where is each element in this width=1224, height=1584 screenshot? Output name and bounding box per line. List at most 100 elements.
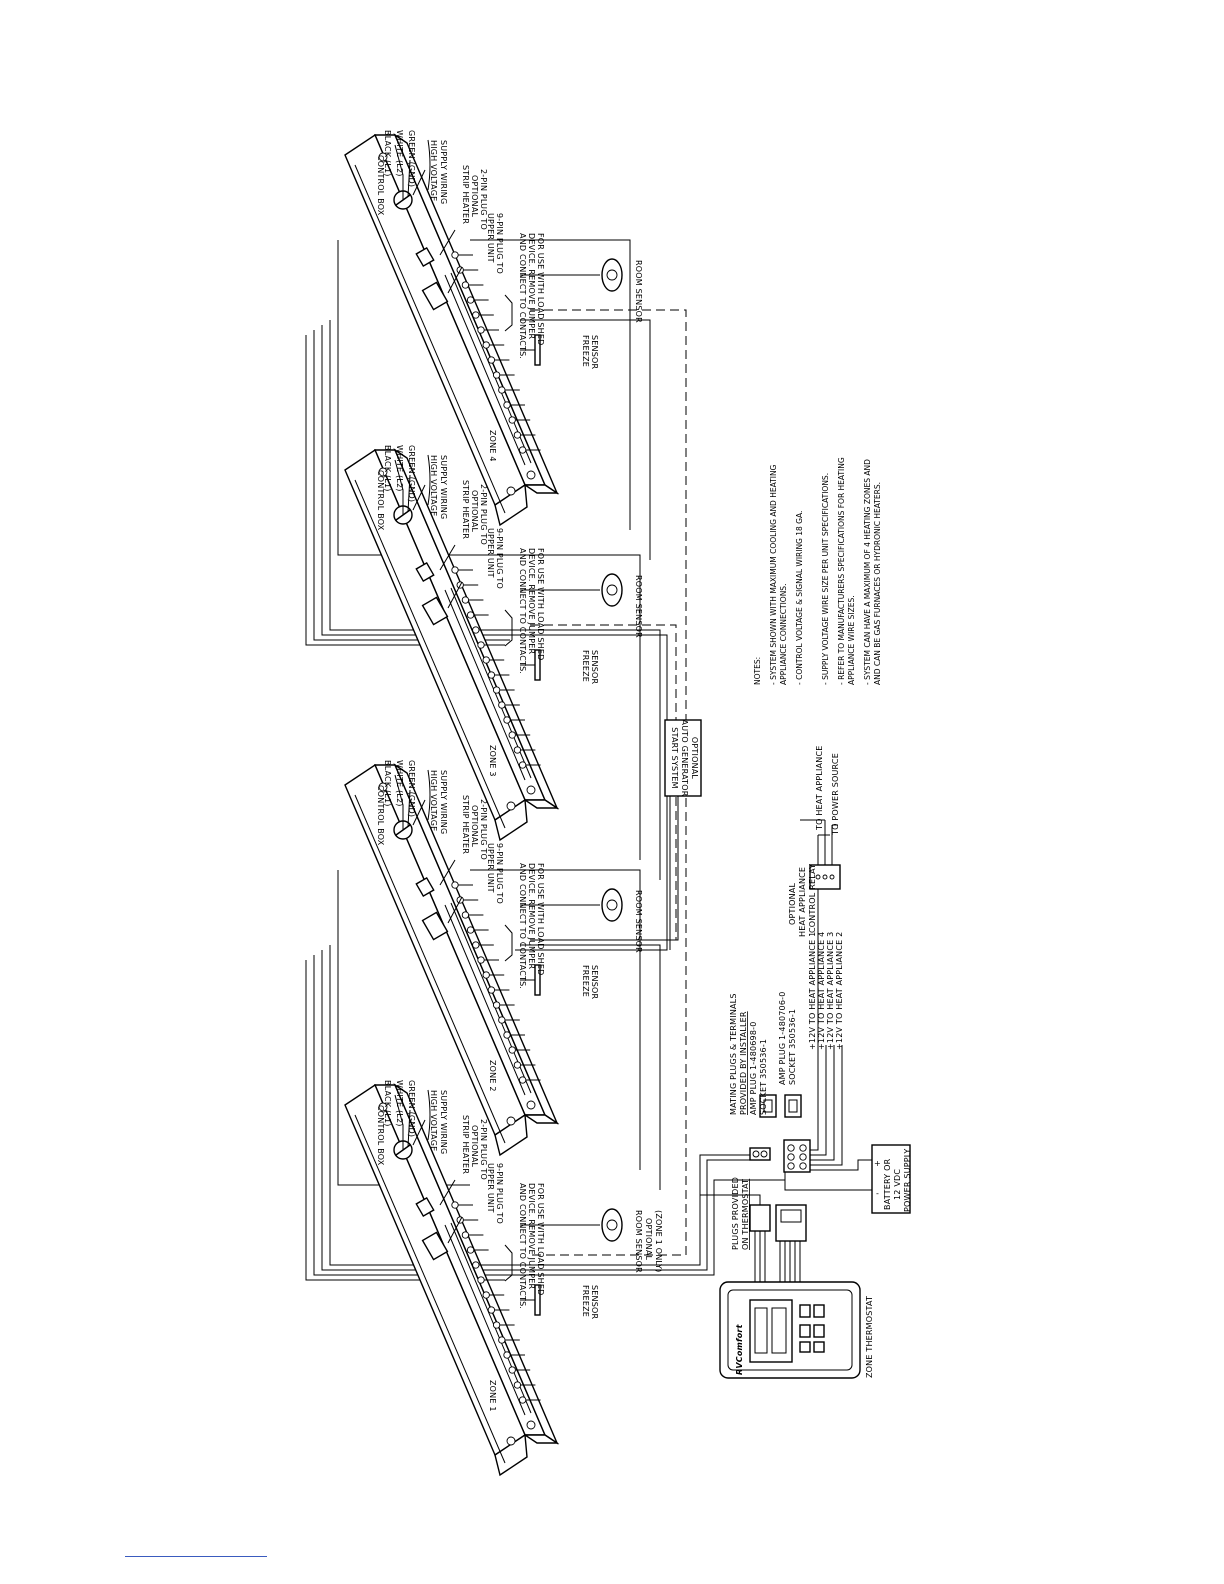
- strip-heater-2: OPTIONAL: [470, 1125, 479, 1168]
- mating-label: MATING PLUGS & TERMINALS PROVIDED BY INS…: [729, 993, 768, 1115]
- strip-heater-3: STRIP HEATER: [461, 795, 470, 854]
- room-sensor-label: ROOM SENSOR: [634, 575, 643, 638]
- mating-line-2: PROVIDED BY INSTALLER: [739, 1011, 748, 1115]
- battery-line-2: 12 VDC: [893, 1169, 902, 1200]
- heat-line-labels: +12V TO HEAT APPLIANCE 1 +12V TO HEAT AP…: [808, 932, 844, 1050]
- hv-label-2: SUPPLY WIRING: [439, 770, 448, 834]
- plugs-provided-1: PLUGS PROVIDED: [731, 1177, 740, 1250]
- heat-line-2: +12V TO HEAT APPLIANCE 4: [817, 932, 826, 1050]
- relay-line-1: OPTIONAL: [788, 882, 797, 925]
- hv-black-label: BLACK (L1): [383, 1080, 392, 1127]
- strip-heater-3: STRIP HEATER: [461, 165, 470, 224]
- strip-heater-3: STRIP HEATER: [461, 1115, 470, 1174]
- load-shed-2: DEVICE. REMOVE JUMPER: [527, 1183, 536, 1290]
- battery-box: + - BATTERY OR 12 VDC POWER SUPPLY: [871, 1144, 912, 1214]
- strip-heater-1: 2-PIN PLUG TO: [479, 799, 488, 860]
- hv-label-2: SUPPLY WIRING: [439, 455, 448, 519]
- upper-unit-1: 9-PIN PLUG TO: [495, 1163, 504, 1224]
- hv-label-1: HIGH VOLTAGE: [429, 455, 438, 516]
- load-shed-1: FOR USE WITH LOAD SHED: [536, 233, 545, 345]
- plugs-provided-2: ON THERMOSTAT: [741, 1179, 750, 1250]
- mating-line-3: AMP PLUG 1-480698-0: [749, 1021, 758, 1115]
- zone-name: ZONE 2: [488, 1060, 497, 1092]
- hv-green-label: GREEN (GND): [407, 1080, 416, 1137]
- zone-3-details: [394, 454, 623, 769]
- notes-title: NOTES:: [753, 657, 762, 685]
- freeze-sensor-2: SENSOR: [590, 1285, 599, 1319]
- footer-rule: [125, 1556, 267, 1557]
- relay-line-2: HEAT APPLIANCE: [798, 867, 807, 937]
- load-shed-3: AND CONNECT TO CONTACTS.: [518, 863, 527, 989]
- hv-white-label: WHITE (L2): [395, 760, 404, 807]
- strip-heater-2: OPTIONAL: [470, 805, 479, 848]
- to-heat-appliance: TO HEAT APPLIANCE: [815, 745, 824, 831]
- hv-label-2: SUPPLY WIRING: [439, 140, 448, 204]
- heat-line-4: +12V TO HEAT APPLIANCE 2: [835, 932, 844, 1050]
- room-sensor-optional: OPTIONAL: [644, 1218, 653, 1261]
- load-shed-1: FOR USE WITH LOAD SHED: [536, 863, 545, 975]
- upper-unit-1: 9-PIN PLUG TO: [495, 843, 504, 904]
- zone-4-details: [394, 139, 623, 454]
- hv-green-label: GREEN (GND): [407, 760, 416, 817]
- zone-name: ZONE 3: [488, 745, 497, 777]
- note-5a: - SYSTEM CAN HAVE A MAXIMUM OF 4 HEATING…: [863, 459, 872, 685]
- zone-name: ZONE 1: [488, 1380, 497, 1412]
- freeze-sensor-2: SENSOR: [590, 335, 599, 369]
- auto-gen-line-1: OPTIONAL: [690, 737, 699, 780]
- hv-label-2: SUPPLY WIRING: [439, 1090, 448, 1154]
- upper-unit-2: UPPER UNIT: [486, 213, 495, 263]
- strip-heater-2: OPTIONAL: [470, 490, 479, 533]
- upper-unit-2: UPPER UNIT: [486, 1163, 495, 1213]
- hv-black-label: BLACK (L1): [383, 130, 392, 177]
- terminal-strips: [394, 139, 623, 1404]
- zone-1-details: [394, 1089, 623, 1404]
- room-sensor-label: ROOM SENSOR: [634, 1210, 643, 1273]
- thermostat: RVComfort ZONE THERMOSTAT PLUGS PROVIDED…: [700, 1177, 874, 1379]
- thermostat-brand: RVComfort: [735, 1323, 744, 1375]
- note-1a: - SYSTEM SHOWN WITH MAXIMUM COOLING AND …: [769, 464, 778, 685]
- upper-unit-2: UPPER UNIT: [486, 528, 495, 578]
- load-shed-2: DEVICE. REMOVE JUMPER: [527, 233, 536, 340]
- control-box-label: CONTROL BOX: [376, 1105, 385, 1166]
- freeze-sensor-1: FREEZE: [581, 1285, 590, 1317]
- hv-green-label: GREEN (GND): [407, 445, 416, 502]
- wire-bundle: [305, 239, 785, 1281]
- to-power-source: TO POWER SOURCE: [831, 753, 840, 836]
- battery-plus: +: [874, 1159, 881, 1168]
- hv-black-label: BLACK (L1): [383, 760, 392, 807]
- upper-unit-1: 9-PIN PLUG TO: [495, 528, 504, 589]
- auto-gen-line-2: AUTO GENERATOR: [680, 720, 689, 797]
- thermostat-label: ZONE THERMOSTAT: [865, 1296, 874, 1378]
- upper-unit-1: 9-PIN PLUG TO: [495, 213, 504, 274]
- battery-minus: -: [876, 1189, 879, 1198]
- load-shed-3: AND CONNECT TO CONTACTS.: [518, 233, 527, 359]
- hv-green-label: GREEN (GND): [407, 130, 416, 187]
- heat-line-1: +12V TO HEAT APPLIANCE 1: [808, 932, 817, 1050]
- heat-connectors: [749, 889, 872, 1191]
- relay-line-3: CONTROL RELAY: [808, 864, 817, 933]
- notes-block: NOTES: - SYSTEM SHOWN WITH MAXIMUM COOLI…: [753, 457, 882, 685]
- strip-heater-3: STRIP HEATER: [461, 480, 470, 539]
- control-box-label: CONTROL BOX: [376, 785, 385, 846]
- hv-white-label: WHITE (L2): [395, 130, 404, 177]
- auto-generator-box: OPTIONAL AUTO GENERATOR START SYSTEM: [664, 719, 702, 797]
- note-2: - CONTROL VOLTAGE & SIGNAL WIRING 18 GA.: [795, 511, 804, 685]
- mating-line-1: MATING PLUGS & TERMINALS: [729, 993, 738, 1115]
- load-shed-2: DEVICE. REMOVE JUMPER: [527, 548, 536, 655]
- battery-line-3: POWER SUPPLY: [903, 1149, 912, 1212]
- zone-name: ZONE 4: [488, 430, 497, 462]
- note-1b: APPLIANCE CONNECTIONS.: [779, 584, 788, 685]
- battery-line-1: BATTERY OR: [883, 1158, 892, 1210]
- upper-unit-2: UPPER UNIT: [486, 843, 495, 893]
- freeze-sensor-1: FREEZE: [581, 965, 590, 997]
- control-box-label: CONTROL BOX: [376, 470, 385, 531]
- hv-label-1: HIGH VOLTAGE: [429, 1090, 438, 1151]
- heat-line-3: +12V TO HEAT APPLIANCE 3: [826, 932, 835, 1050]
- load-shed-1: FOR USE WITH LOAD SHED: [536, 1183, 545, 1295]
- load-shed-2: DEVICE. REMOVE JUMPER: [527, 863, 536, 970]
